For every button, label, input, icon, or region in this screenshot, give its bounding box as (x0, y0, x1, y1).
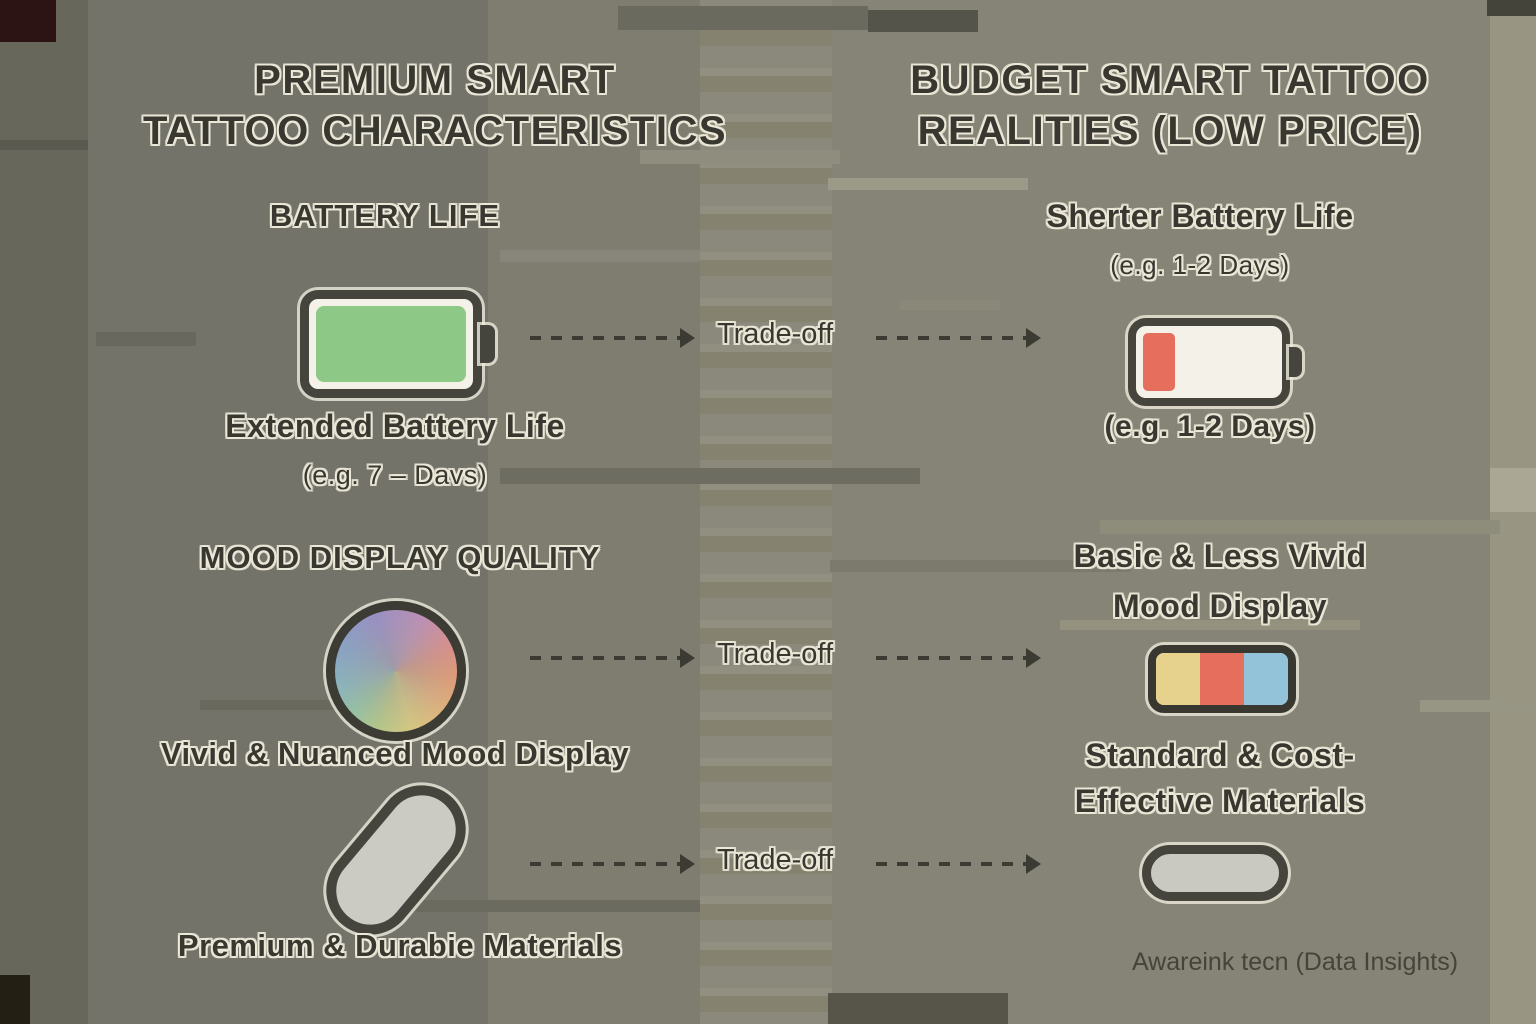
budget-column-title: BUDGET SMART TATTOO REALITIES (LOW PRICE… (850, 55, 1490, 157)
color-wheel-haze (335, 610, 457, 732)
mood-swatch-segment (1244, 653, 1288, 705)
budget-battery-example-top: (e.g. 1-2 Days) (1110, 250, 1290, 280)
dashed-arrow-right-icon (876, 648, 1041, 668)
low-battery-icon (1128, 318, 1302, 406)
budget-battery-example-bottom: (e.g. 1-2 Days) (1104, 410, 1316, 443)
glitch-bar (1420, 700, 1536, 712)
basic-mood-line2: Mood Display (1112, 587, 1327, 624)
standard-materials-line1: Standard & Cost- (1085, 737, 1355, 773)
full-battery-fill (316, 306, 466, 382)
glitch-bar (400, 900, 700, 912)
dashed-arrow-right-icon (876, 328, 1041, 348)
tradeoff-label: Trade-off (716, 318, 834, 350)
glitch-bar (500, 468, 920, 484)
mood-swatch-icon (1148, 645, 1296, 713)
glitch-bar (828, 993, 1008, 1024)
glitch-bar (0, 975, 30, 1024)
background-band (700, 0, 832, 1024)
battery-life-heading: BATTERY LIFE (269, 198, 501, 233)
glitch-bar (1100, 520, 1500, 534)
premium-column-title: PREMIUM SMART TATTOO CHARACTERISTICS (85, 55, 785, 157)
vivid-mood-caption: Vivid & Nuanced Mood Display (160, 736, 630, 771)
premium-materials-caption: Premium & Durabie Materials (177, 928, 623, 963)
dashed-arrow-right-icon (530, 328, 695, 348)
full-battery-icon (300, 290, 495, 398)
extended-battery-example: (e.g. 7 – Davs) (302, 460, 488, 490)
background-band (488, 0, 700, 1024)
glitch-bar (1060, 620, 1360, 630)
glitch-bar (640, 150, 840, 164)
glitch-bar (868, 10, 978, 32)
mood-swatch-segment (1200, 653, 1244, 705)
glitch-bar (96, 332, 196, 346)
glitch-bar (830, 560, 1130, 572)
capsule-horizontal-icon (1142, 845, 1288, 901)
glitch-bar (0, 0, 56, 42)
battery-terminal (1289, 347, 1302, 377)
shorter-battery-heading: Sherter Battery Life (1046, 198, 1354, 234)
dashed-arrow-right-icon (530, 854, 695, 874)
dashed-arrow-right-icon (530, 648, 695, 668)
premium-title-line2: TATTOO CHARACTERISTICS (142, 109, 728, 154)
tradeoff-label: Trade-off (716, 638, 834, 670)
mood-swatch-segment (1156, 653, 1200, 705)
battery-terminal (480, 325, 495, 363)
glitch-bar (900, 300, 1000, 310)
basic-mood-heading: Basic & Less Vivid Mood Display (1000, 532, 1440, 631)
background-band (0, 0, 88, 1024)
glitch-bar (1487, 0, 1536, 16)
dashed-arrow-right-icon (876, 854, 1041, 874)
tradeoff-label: Trade-off (716, 844, 834, 876)
basic-mood-line1: Basic & Less Vivid (1073, 538, 1367, 574)
glitch-bar (500, 250, 700, 262)
extended-battery-caption: Extended Battery Life (225, 408, 565, 444)
glitch-bar (828, 178, 1028, 190)
mood-display-quality-heading: MOOD DISPLAY QUALITY (199, 540, 601, 575)
budget-title-line1: BUDGET SMART TATTOO (910, 58, 1430, 102)
glitch-bar (618, 6, 868, 30)
color-wheel-icon (326, 601, 466, 741)
low-battery-fill (1143, 333, 1175, 391)
background-band (1490, 0, 1536, 1024)
standard-materials-line2: Effective Materials (1074, 783, 1366, 820)
credit-text: Awareink tecn (Data Insights) (1131, 948, 1459, 976)
glitch-bar (1490, 468, 1536, 512)
premium-title-line1: PREMIUM SMART (254, 58, 616, 102)
glitch-bar (0, 140, 88, 150)
budget-title-line2: REALITIES (LOW PRICE) (917, 109, 1423, 154)
glitch-bar (200, 700, 450, 710)
standard-materials-heading: Standard & Cost- Effective Materials (1000, 732, 1440, 825)
